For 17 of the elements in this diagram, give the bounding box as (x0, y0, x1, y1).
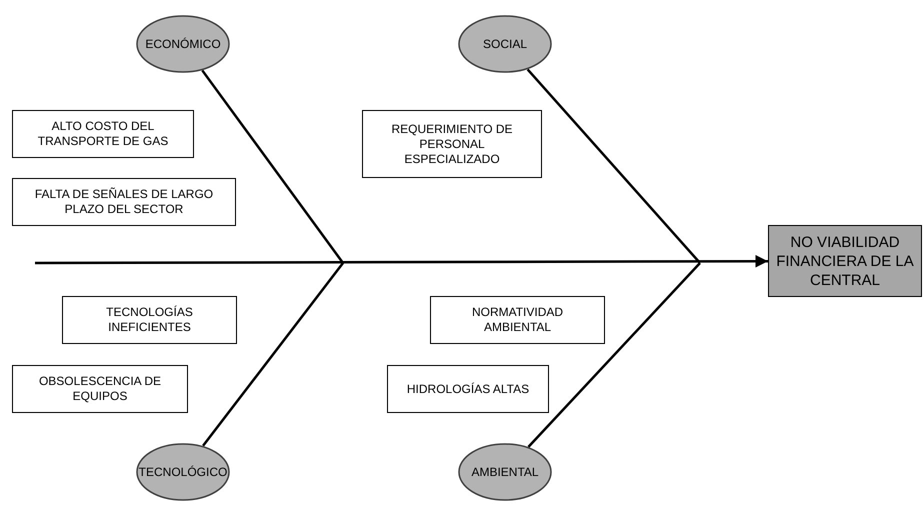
category-ellipse: ECONÓMICO (136, 15, 230, 73)
cause-box: TECNOLOGÍAS INEFICIENTES (62, 296, 237, 344)
category-ellipse: SOCIAL (458, 15, 552, 73)
bone-line (528, 262, 701, 448)
cause-box: OBSOLESCENCIA DE EQUIPOS (12, 365, 188, 413)
cause-box: REQUERIMIENTO DE PERSONAL ESPECIALIZADO (362, 110, 542, 178)
cause-box: FALTA DE SEÑALES DE LARGO PLAZO DEL SECTOR (12, 178, 236, 226)
category-ellipse: AMBIENTAL (458, 443, 552, 501)
cause-box: HIDROLOGÍAS ALTAS (387, 365, 549, 413)
bone-line (526, 68, 701, 264)
bone-line (201, 70, 344, 264)
category-ellipse: TECNOLÓGICO (136, 443, 230, 501)
cause-box: NORMATIVIDAD AMBIENTAL (430, 296, 605, 344)
spine-arrow (35, 254, 768, 268)
cause-box: ALTO COSTO DEL TRANSPORTE DE GAS (12, 110, 194, 158)
bone-line (202, 262, 344, 447)
effect-box: NO VIABILIDAD FINANCIERA DE LA CENTRAL (768, 225, 922, 297)
